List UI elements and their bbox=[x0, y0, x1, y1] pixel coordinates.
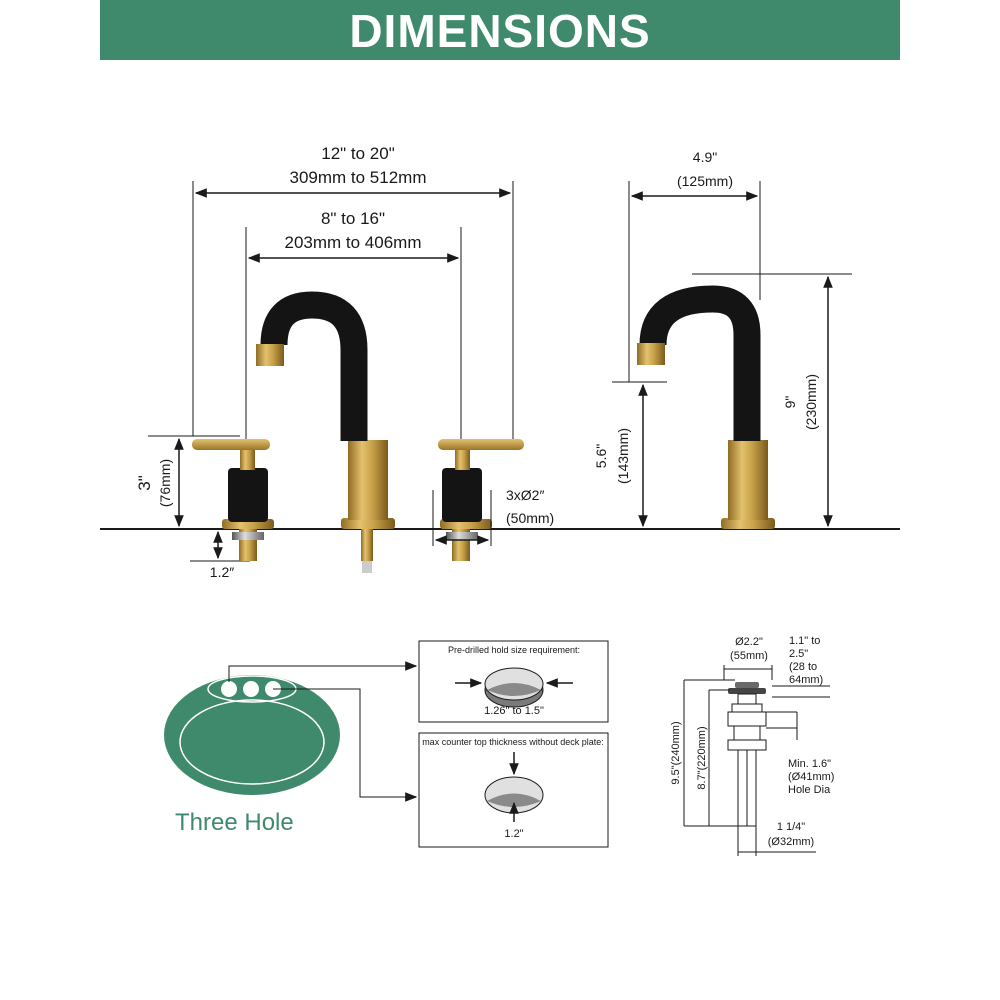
reach-inches: 4.9" bbox=[693, 149, 717, 165]
handle-height-mm: (76mm) bbox=[157, 459, 173, 507]
drain-tail-diameter-mm: (Ø32mm) bbox=[768, 836, 814, 848]
reach-mm: (125mm) bbox=[677, 173, 733, 189]
total-height-inches: 9" bbox=[782, 396, 798, 409]
outer-spread-mm: 309mm to 512mm bbox=[290, 168, 427, 187]
left-handle bbox=[192, 439, 274, 561]
leader-to-hole-box bbox=[228, 665, 416, 682]
drain-hole-min-2: (Ø41mm) bbox=[788, 771, 834, 783]
handle-height-inches: 3" bbox=[135, 475, 154, 491]
sink-bowl-outline bbox=[179, 699, 325, 785]
hole-size-box: Pre-drilled hold size requirement: 1.26"… bbox=[418, 640, 609, 723]
side-view: 4.9" (125mm) 5.6" (143mm) 9" (230mm) bbox=[593, 149, 852, 529]
drain-thickness-2: 2.5" bbox=[789, 648, 808, 660]
banner-title: DIMENSIONS bbox=[349, 5, 651, 57]
side-faucet bbox=[637, 285, 775, 529]
pop-up-drain: Ø2.2" (55mm) 1.1" to 2.5" (28 to 64mm) bbox=[670, 635, 834, 856]
drain-thickness-3: (28 to bbox=[789, 661, 817, 673]
drain-flange-diameter-mm: (55mm) bbox=[730, 650, 768, 662]
sink-label: Three Hole bbox=[175, 809, 294, 836]
hole-center bbox=[243, 681, 259, 697]
drain-thickness-1: 1.1" to bbox=[789, 635, 820, 647]
hole-left bbox=[221, 681, 237, 697]
drain-body-length: 8.7"(220mm) bbox=[696, 726, 708, 789]
drain-total-length: 9.5"(240mm) bbox=[670, 721, 682, 784]
hole-size-value: 1.26" to 1.5" bbox=[484, 705, 544, 717]
three-hole-sink: Three Hole bbox=[164, 661, 418, 836]
total-height-mm: (230mm) bbox=[803, 374, 819, 430]
title-banner: DIMENSIONS bbox=[100, 0, 900, 60]
inner-spread-inches: 8" to 16" bbox=[321, 209, 385, 228]
hole-size-title: Pre-drilled hold size requirement: bbox=[448, 645, 580, 655]
spout-height-mm: (143mm) bbox=[615, 428, 631, 484]
drain-flange-diameter: Ø2.2" bbox=[735, 636, 763, 648]
drain-hole-min-1: Min. 1.6" bbox=[788, 758, 831, 770]
center-spout bbox=[256, 291, 395, 573]
counter-thickness-title: max counter top thickness without deck p… bbox=[422, 737, 604, 747]
spout-height-inches: 5.6" bbox=[593, 444, 609, 468]
inner-spread-mm: 203mm to 406mm bbox=[285, 233, 422, 252]
counter-thickness-box: max counter top thickness without deck p… bbox=[418, 732, 609, 848]
base-diameter: 3xØ2″ bbox=[506, 487, 544, 503]
drain-tail-diameter: 1 1/4" bbox=[777, 821, 805, 833]
drain-thickness-4: 64mm) bbox=[789, 674, 823, 686]
shank-length: 1.2″ bbox=[210, 564, 234, 580]
leader-to-counter-box bbox=[273, 688, 416, 798]
front-view: 12" to 20" 309mm to 512mm 8" to 16" 203m… bbox=[100, 144, 900, 580]
sink-basin bbox=[164, 675, 340, 795]
counter-thickness-value: 1.2" bbox=[504, 828, 523, 840]
outer-spread-inches: 12" to 20" bbox=[321, 144, 395, 163]
base-diameter-mm: (50mm) bbox=[506, 510, 554, 526]
drain-hole-min-3: Hole Dia bbox=[788, 784, 831, 796]
